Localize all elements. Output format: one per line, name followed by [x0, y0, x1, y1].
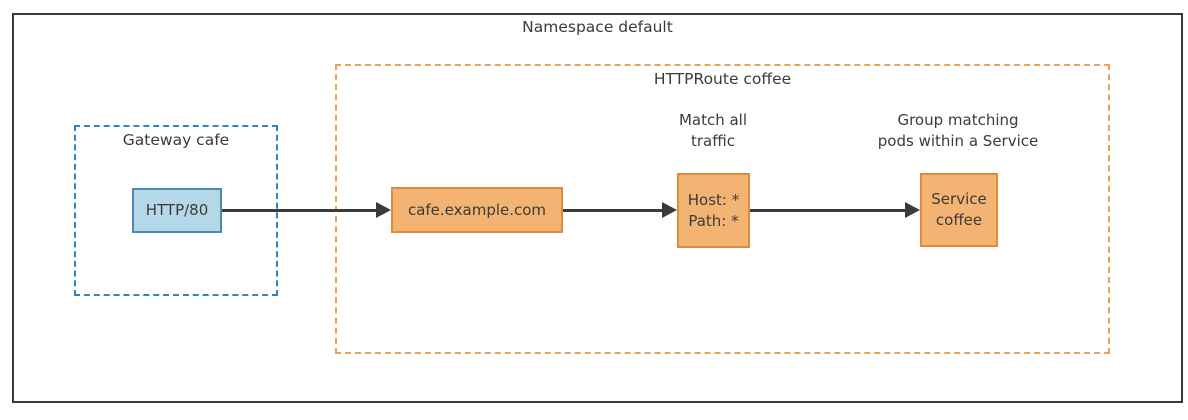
match-annotation-line1: Match all	[678, 111, 748, 129]
namespace-title: Namespace default	[522, 18, 673, 36]
arrow-head-icon	[376, 202, 391, 218]
arrow-line	[222, 208, 379, 212]
match-host-line: Host: *	[687, 190, 740, 209]
match-path-line: Path: *	[688, 211, 739, 230]
backend-service-node: Service coffee	[920, 173, 998, 247]
arrow-match-to-backend	[750, 202, 920, 218]
arrow-head-icon	[662, 202, 677, 218]
gateway-listener-node: HTTP/80	[132, 188, 222, 233]
match-rule-node: Host: * Path: *	[677, 173, 750, 248]
hostname-label: cafe.example.com	[407, 200, 547, 219]
namespace-boundary: Namespace default	[12, 13, 1183, 403]
match-annotation-line2: traffic	[691, 132, 735, 150]
backend-annotation: Group matching pods within a Service	[858, 110, 1058, 152]
hostname-node: cafe.example.com	[391, 187, 563, 233]
gateway-title: Gateway cafe	[122, 131, 230, 149]
arrow-hostname-to-match	[563, 202, 677, 218]
match-annotation: Match all traffic	[638, 110, 788, 152]
backend-service-line1: Service	[931, 190, 987, 208]
httproute-title: HTTPRoute coffee	[653, 70, 792, 88]
gateway-listener-label: HTTP/80	[145, 201, 209, 219]
backend-annotation-line2: pods within a Service	[877, 132, 1039, 150]
backend-service-line2: coffee	[935, 211, 983, 229]
backend-annotation-line1: Group matching	[897, 111, 1019, 129]
arrow-listener-to-hostname	[222, 202, 391, 218]
arrow-head-icon	[905, 202, 920, 218]
arrow-line	[563, 208, 665, 212]
arrow-line	[750, 208, 908, 212]
